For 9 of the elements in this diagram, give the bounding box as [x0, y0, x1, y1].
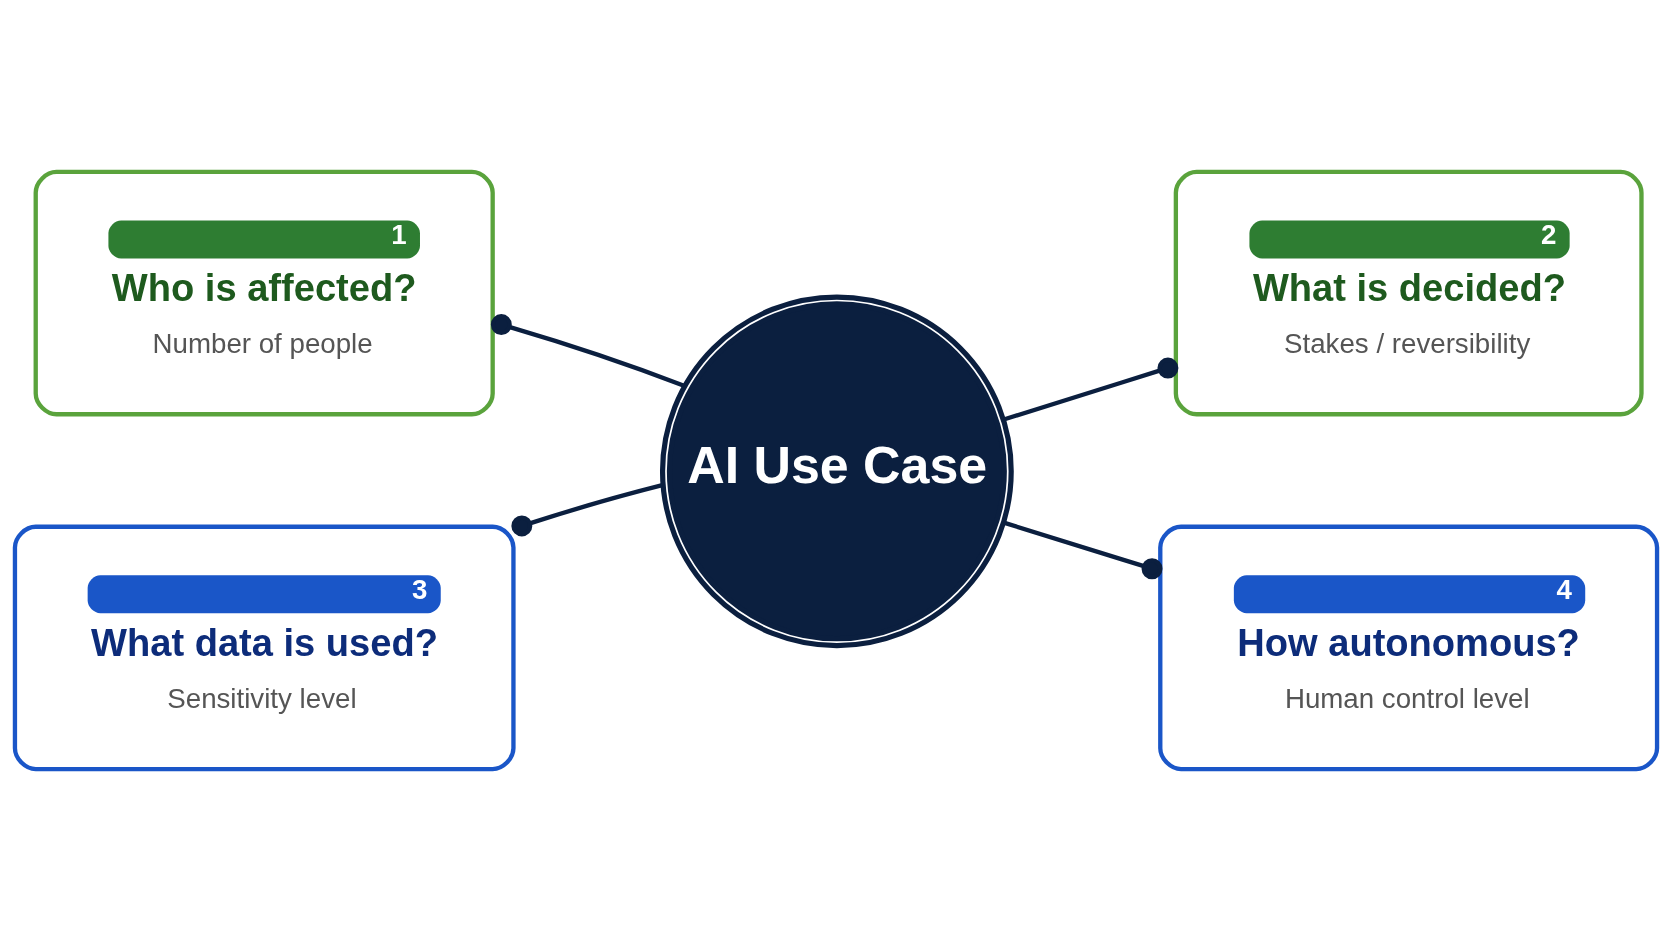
node-box: 4 How autonomous? Human control level — [1158, 524, 1660, 772]
connector — [1003, 357, 1179, 422]
connector — [490, 314, 685, 388]
node-circle: AI Use Case — [659, 294, 1014, 649]
connector — [1003, 520, 1163, 580]
node-box: 3 What data is used? Sensitivity level — [12, 524, 516, 772]
node-box: 2 What is decided? Stakes / reversibility — [1173, 169, 1644, 417]
connector — [511, 483, 663, 537]
node-box: 1 Who is affected? Number of people — [33, 169, 495, 417]
